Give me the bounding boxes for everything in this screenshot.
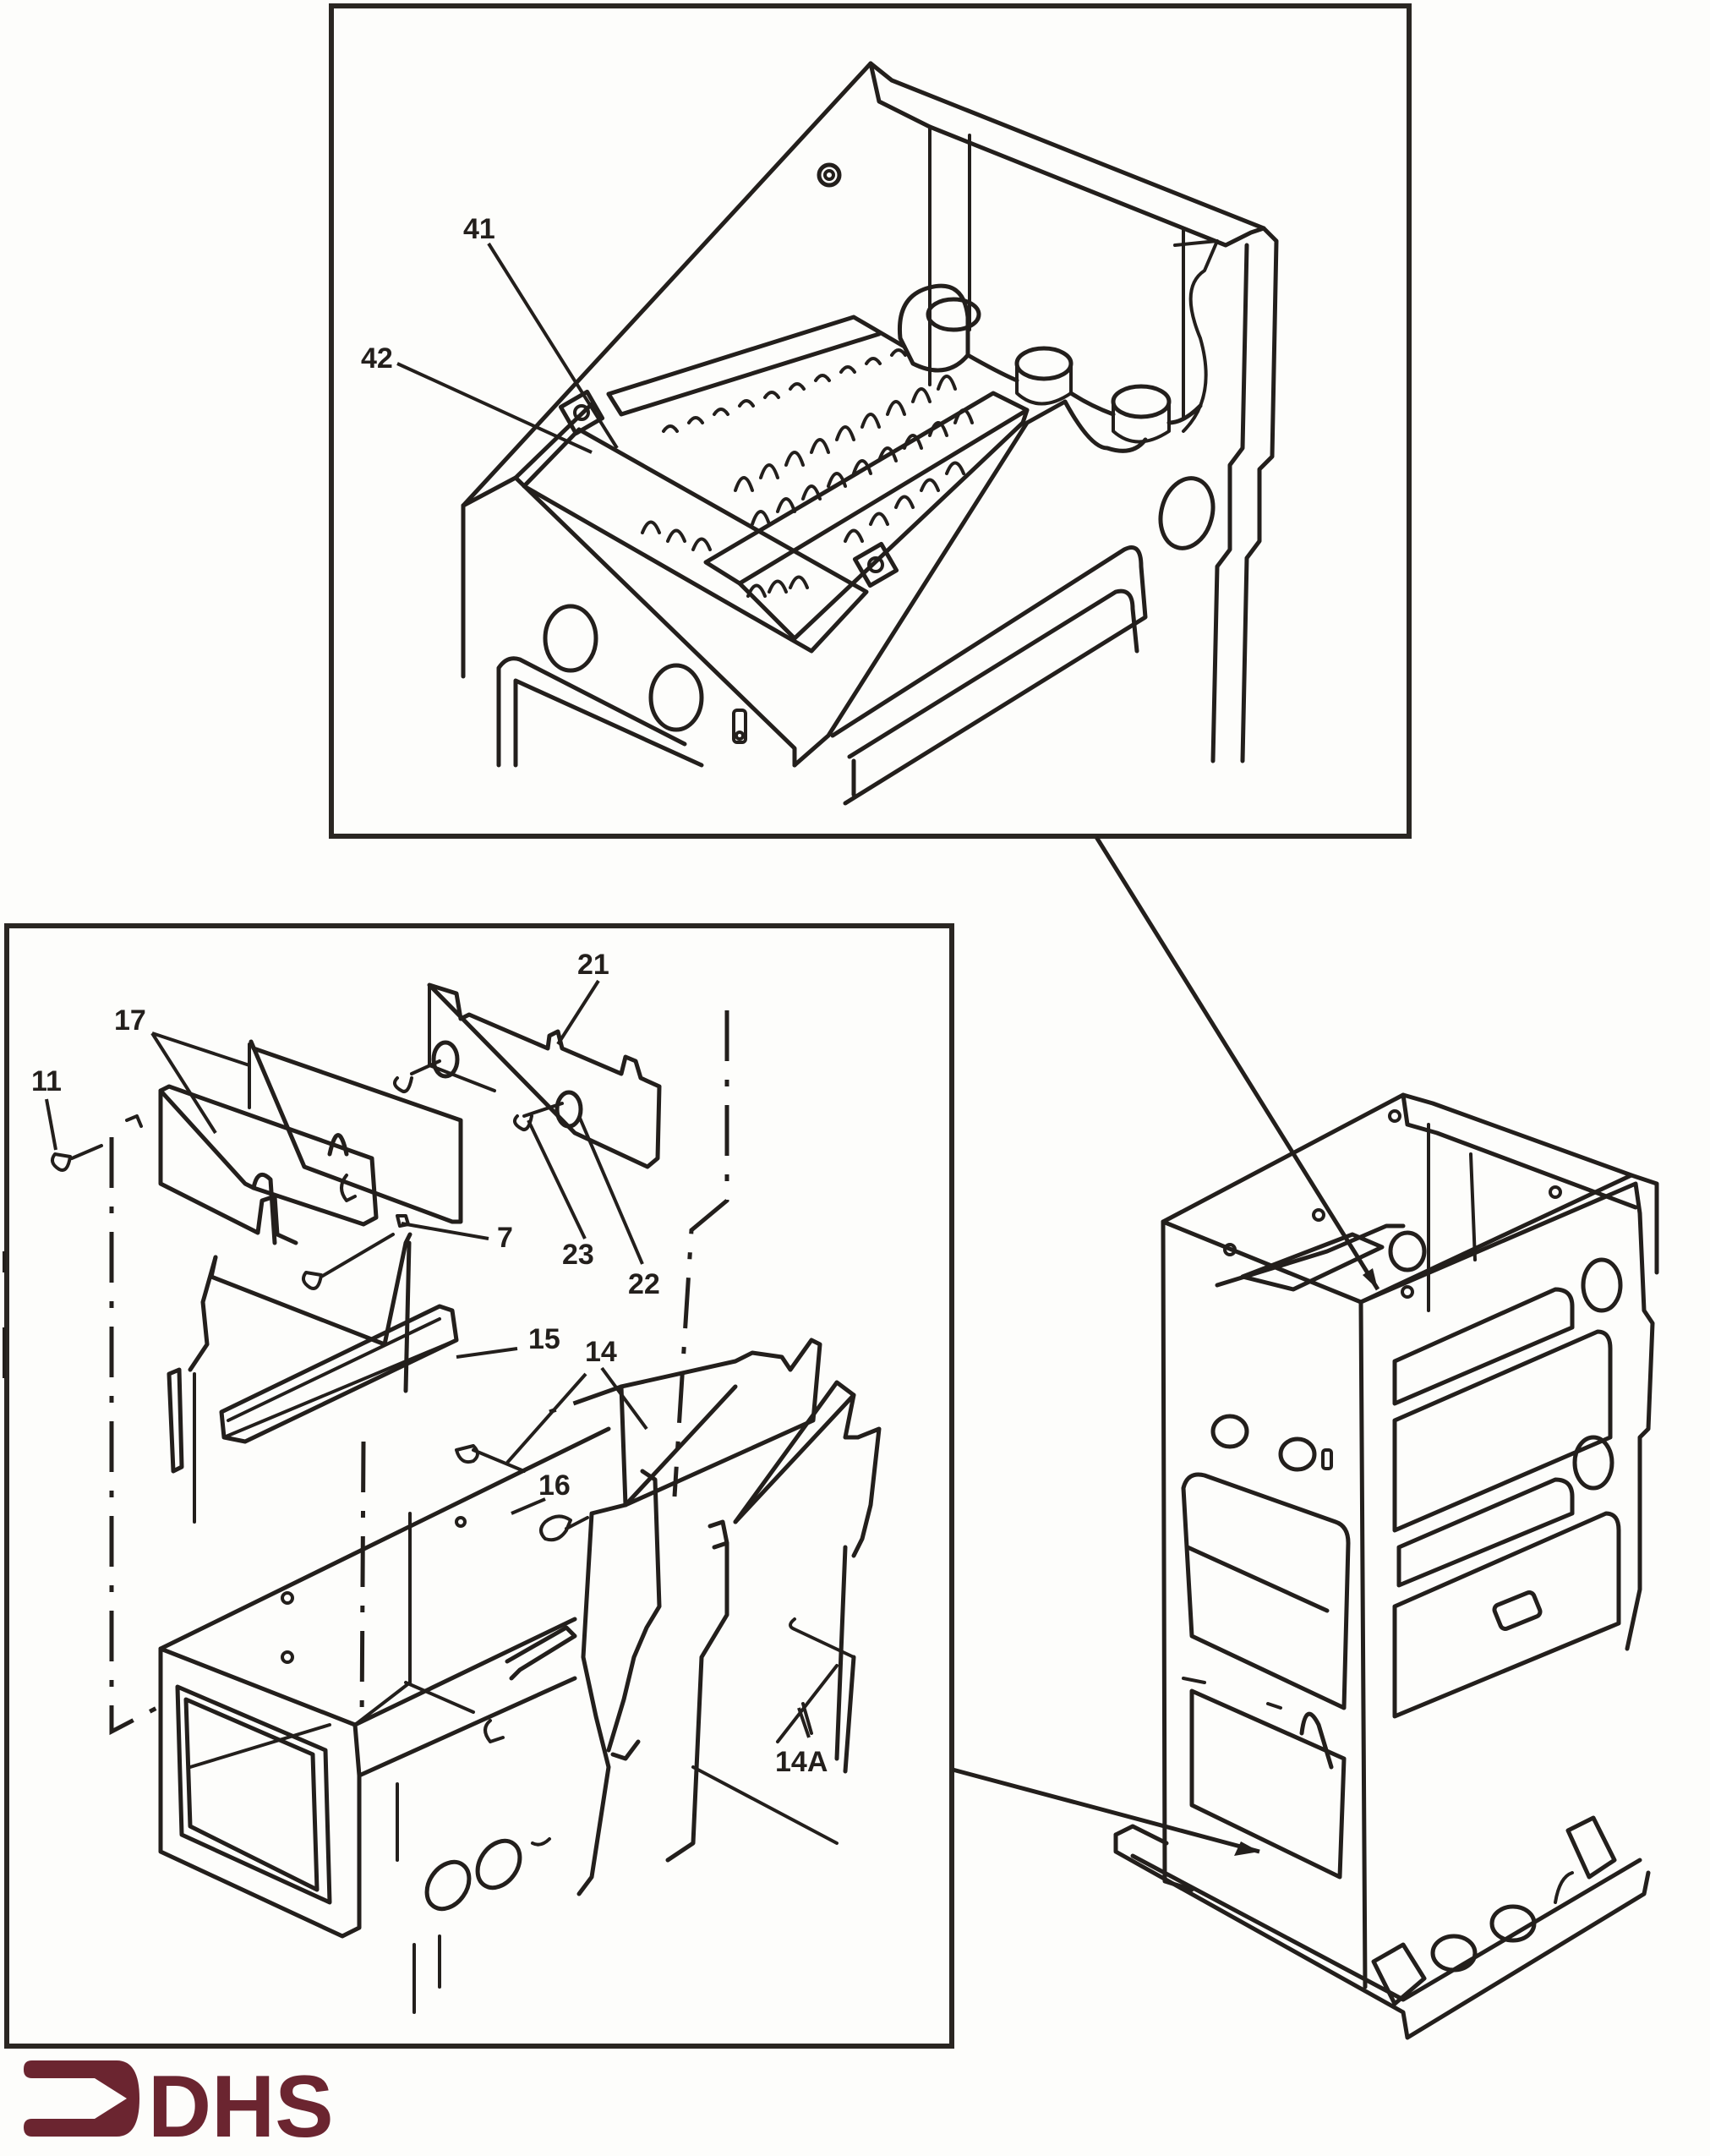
- pipe-caps: [897, 283, 1203, 453]
- connector-lower-to-overview: [952, 1767, 1260, 1854]
- connector-upper-to-overview: [1094, 835, 1380, 1291]
- upper-detail-frame: [329, 3, 1412, 839]
- callout-42: 42: [361, 342, 393, 375]
- callout-21: 21: [577, 949, 609, 981]
- callout-14: 14: [585, 1336, 617, 1368]
- callout-16: 16: [538, 1469, 571, 1502]
- callout-23: 23: [562, 1239, 594, 1271]
- exploded-parts-drawing: 21 17 11 7 23 22 15 14 16 14A: [31, 949, 882, 2014]
- callout-41: 41: [463, 213, 495, 245]
- callout-11: 11: [31, 1065, 62, 1097]
- callout-15: 15: [528, 1323, 560, 1355]
- upper-boiler-drawing: 41 42: [361, 61, 1279, 806]
- callout-7: 7: [497, 1222, 513, 1254]
- callout-17: 17: [114, 1004, 146, 1037]
- dhs-logo: DHS: [24, 2058, 334, 2156]
- overview-boiler-drawing: [1113, 1092, 1659, 2040]
- connector-arrowhead-lower: [1234, 1841, 1259, 1856]
- callout-22: 22: [628, 1268, 660, 1300]
- dhs-logo-text: DHS: [148, 2058, 334, 2156]
- lower-detail-panel: 21 17 11 7 23 22 15 14 16 14A: [4, 923, 954, 2049]
- heat-exchanger-fins: [641, 348, 974, 598]
- dhs-logo-arrow-icon: [24, 2060, 139, 2137]
- connector-arrowhead-upper: [1363, 1268, 1378, 1289]
- lower-detail-frame: [4, 923, 954, 2049]
- callout-14a: 14A: [775, 1746, 828, 1778]
- upper-detail-panel: 41 42: [329, 3, 1412, 839]
